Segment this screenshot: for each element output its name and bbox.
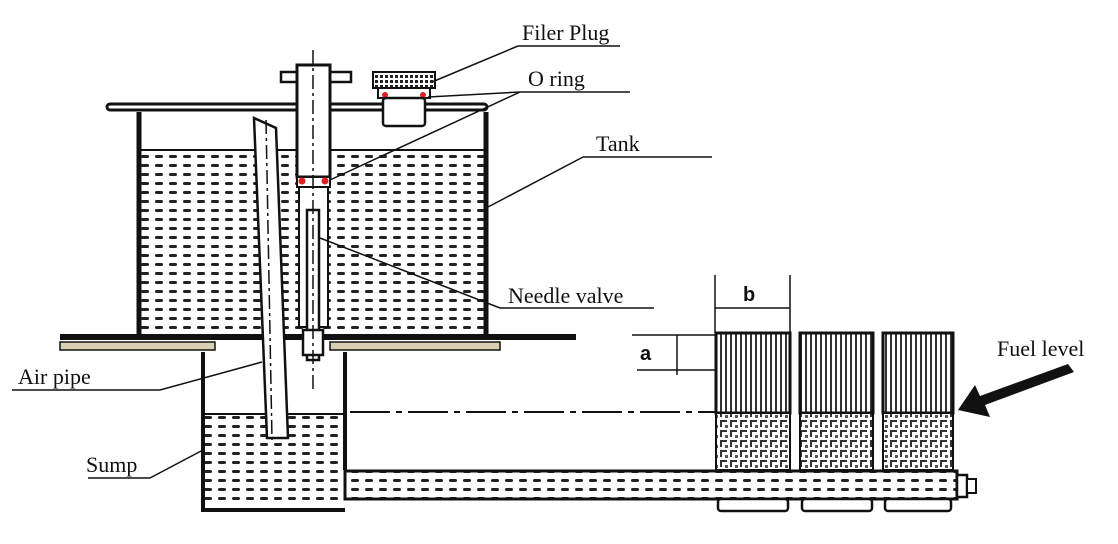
o-ring-plug-left <box>382 92 388 98</box>
o-ring-valve-right <box>321 177 329 185</box>
needle-valve <box>279 50 353 390</box>
label-sump: Sump <box>86 452 137 477</box>
dimension-b: b <box>714 275 791 333</box>
label-o-ring: O ring <box>528 66 585 91</box>
label-tank: Tank <box>596 131 640 156</box>
filler-plug <box>372 71 436 128</box>
o-ring-plug-right <box>420 92 426 98</box>
o-ring-valve-left <box>298 177 306 185</box>
label-fuel-level: Fuel level <box>997 336 1084 361</box>
fuel-pipe <box>343 469 977 501</box>
label-needle-valve: Needle valve <box>508 283 623 308</box>
label-filler-plug: Filer Plug <box>522 20 609 45</box>
dim-b-label: b <box>743 284 755 306</box>
leader-lines <box>12 45 712 479</box>
level-cylinders <box>714 331 955 513</box>
dim-a-label: a <box>640 343 652 365</box>
air-pipe <box>252 116 290 441</box>
dimension-a: a <box>632 334 716 375</box>
fuel-level-arrow <box>958 364 1074 417</box>
label-air-pipe: Air pipe <box>18 364 91 389</box>
